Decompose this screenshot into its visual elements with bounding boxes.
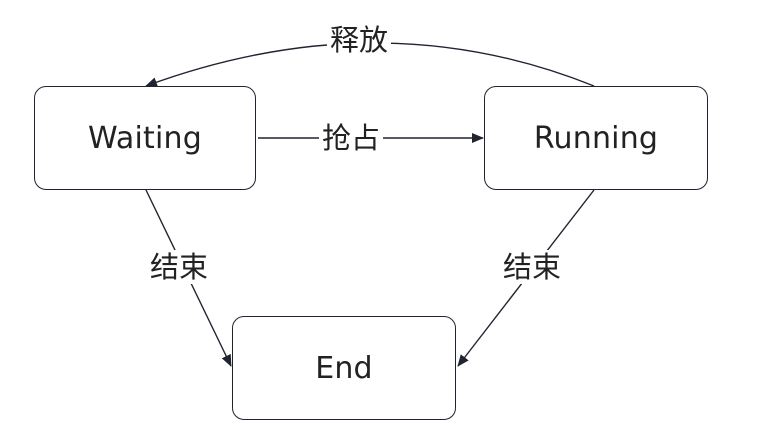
state-label-end: End (315, 350, 373, 386)
state-node-waiting: Waiting (34, 86, 256, 190)
state-node-end: End (232, 316, 456, 420)
edge-label-preempt: 抢占 (319, 121, 384, 155)
state-node-running: Running (484, 86, 708, 190)
edge-label-waiting-to-end: 结束 (147, 250, 212, 284)
edge-label-release: 释放 (327, 23, 392, 57)
state-label-running: Running (533, 120, 659, 156)
state-label-waiting: Waiting (87, 120, 203, 156)
edge-label-running-to-end: 结束 (500, 250, 565, 284)
